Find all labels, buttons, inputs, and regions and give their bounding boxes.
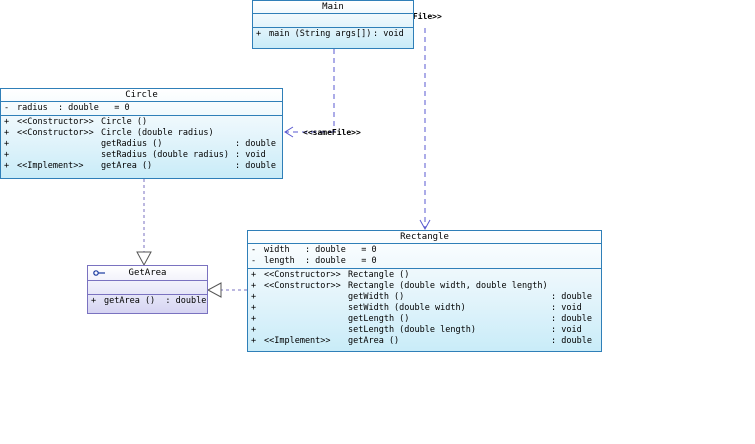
operation-stereotype: <<Implement>> — [17, 161, 84, 171]
visibility-marker: + — [91, 296, 97, 306]
operation-row[interactable]: + getArea () : double — [91, 296, 207, 307]
operation-row[interactable]: + <<Implement>> getArea () : double — [4, 161, 279, 172]
operation-row[interactable]: + getRadius () : double — [4, 139, 279, 150]
operation-return-type: : double — [551, 314, 592, 324]
class-circle-operations: + <<Constructor>> Circle () + <<Construc… — [1, 116, 282, 173]
operation-row[interactable]: + getWidth () : double — [251, 292, 598, 303]
operation-signature: getLength () — [348, 314, 410, 324]
operation-row[interactable]: + <<Constructor>> Rectangle () — [251, 270, 598, 281]
visibility-marker: + — [256, 29, 262, 39]
operation-signature: main (String args[]) — [269, 29, 372, 39]
interface-getarea-attributes — [88, 281, 207, 295]
operation-return-type: : double — [235, 139, 276, 149]
visibility-marker: + — [251, 314, 257, 324]
operation-row[interactable]: + <<Constructor>> Circle (double radius) — [4, 128, 279, 139]
operation-signature: Circle (double radius) — [101, 128, 214, 138]
class-rectangle[interactable]: Rectangle - width : double = 0 - length … — [247, 230, 602, 352]
operation-signature: setWidth (double width) — [348, 303, 466, 313]
operation-signature: getArea () — [348, 336, 400, 346]
attribute-declaration: radius : double = 0 — [17, 103, 130, 113]
operation-stereotype: <<Constructor>> — [17, 128, 94, 138]
operation-stereotype: <<Implement>> — [264, 336, 331, 346]
operation-signature: getArea () : double — [104, 296, 207, 306]
class-circle[interactable]: Circle - radius : double = 0 + <<Constru… — [0, 88, 283, 179]
visibility-marker: + — [251, 325, 257, 335]
visibility-marker: + — [4, 161, 10, 171]
operation-return-type: : double — [551, 336, 592, 346]
operation-row[interactable]: + <<Constructor>> Rectangle (double widt… — [251, 281, 598, 292]
operation-stereotype: <<Constructor>> — [264, 281, 341, 291]
operation-signature: getWidth () — [348, 292, 405, 302]
visibility-marker: + — [251, 270, 257, 280]
attribute-row[interactable]: - length : double = 0 — [251, 256, 598, 267]
class-rectangle-title: Rectangle — [248, 231, 601, 244]
visibility-marker: + — [251, 292, 257, 302]
interface-getarea-title: GetArea — [88, 266, 207, 281]
operation-signature: setRadius (double radius) — [101, 150, 229, 160]
operation-row[interactable]: + setWidth (double width) : void — [251, 303, 598, 314]
operation-row[interactable]: + <<Implement>> getArea () : double — [251, 336, 598, 347]
visibility-marker: - — [251, 245, 257, 255]
operation-return-type: : void — [551, 303, 582, 313]
operation-signature: setLength (double length) — [348, 325, 476, 335]
samefile-label-circle: <<sameFile>> — [303, 128, 361, 137]
class-circle-attributes: - radius : double = 0 — [1, 102, 282, 116]
class-rectangle-operations: + <<Constructor>> Rectangle () + <<Const… — [248, 269, 601, 348]
operation-return-type: : void — [235, 150, 266, 160]
visibility-marker: + — [251, 281, 257, 291]
realization-circle-getarea-arrowhead — [136, 251, 152, 267]
operation-return-type: : double — [551, 292, 592, 302]
attribute-declaration: length : double = 0 — [264, 256, 377, 266]
realization-rectangle-getarea-arrowhead — [206, 282, 222, 298]
class-main-title: Main — [253, 1, 413, 14]
interface-getarea[interactable]: GetArea + getArea () : double — [87, 265, 208, 314]
visibility-marker: + — [4, 117, 10, 127]
operation-row[interactable]: + setRadius (double radius) : void — [4, 150, 279, 161]
operation-signature: Rectangle () — [348, 270, 410, 280]
visibility-marker: - — [4, 103, 10, 113]
visibility-marker: + — [4, 150, 10, 160]
visibility-marker: + — [4, 128, 10, 138]
visibility-marker: - — [251, 256, 257, 266]
operation-signature: Circle () — [101, 117, 148, 127]
operation-row[interactable]: + <<Constructor>> Circle () — [4, 117, 279, 128]
class-main-operations: + main (String args[]) : void — [253, 28, 413, 41]
operation-stereotype: <<Constructor>> — [17, 117, 94, 127]
attribute-row[interactable]: - radius : double = 0 — [4, 103, 279, 114]
dependency-main-rectangle-arrowhead — [419, 219, 431, 231]
operation-return-type: : void — [373, 29, 404, 39]
visibility-marker: + — [4, 139, 10, 149]
class-circle-title: Circle — [1, 89, 282, 102]
operation-stereotype: <<Constructor>> — [264, 270, 341, 280]
operation-signature: getRadius () — [101, 139, 163, 149]
interface-getarea-operations: + getArea () : double — [88, 295, 207, 308]
operation-row[interactable]: + getLength () : double — [251, 314, 598, 325]
operation-row[interactable]: + setLength (double length) : void — [251, 325, 598, 336]
dependency-main-circle-arrowhead — [284, 126, 294, 138]
operation-signature: Rectangle (double width, double length) — [348, 281, 548, 291]
visibility-marker: + — [251, 336, 257, 346]
class-main-attributes — [253, 14, 413, 28]
attribute-row[interactable]: - width : double = 0 — [251, 245, 598, 256]
operation-row[interactable]: + main (String args[]) : void — [256, 29, 410, 40]
operation-return-type: : double — [235, 161, 276, 171]
class-main[interactable]: Main + main (String args[]) : void — [252, 0, 414, 49]
attribute-declaration: width : double = 0 — [264, 245, 377, 255]
visibility-marker: + — [251, 303, 257, 313]
interface-getarea-name: GetArea — [128, 268, 167, 278]
operation-return-type: : void — [551, 325, 582, 335]
interface-lollipop-icon — [93, 270, 105, 276]
class-rectangle-attributes: - width : double = 0 - length : double =… — [248, 244, 601, 269]
operation-signature: getArea () — [101, 161, 153, 171]
